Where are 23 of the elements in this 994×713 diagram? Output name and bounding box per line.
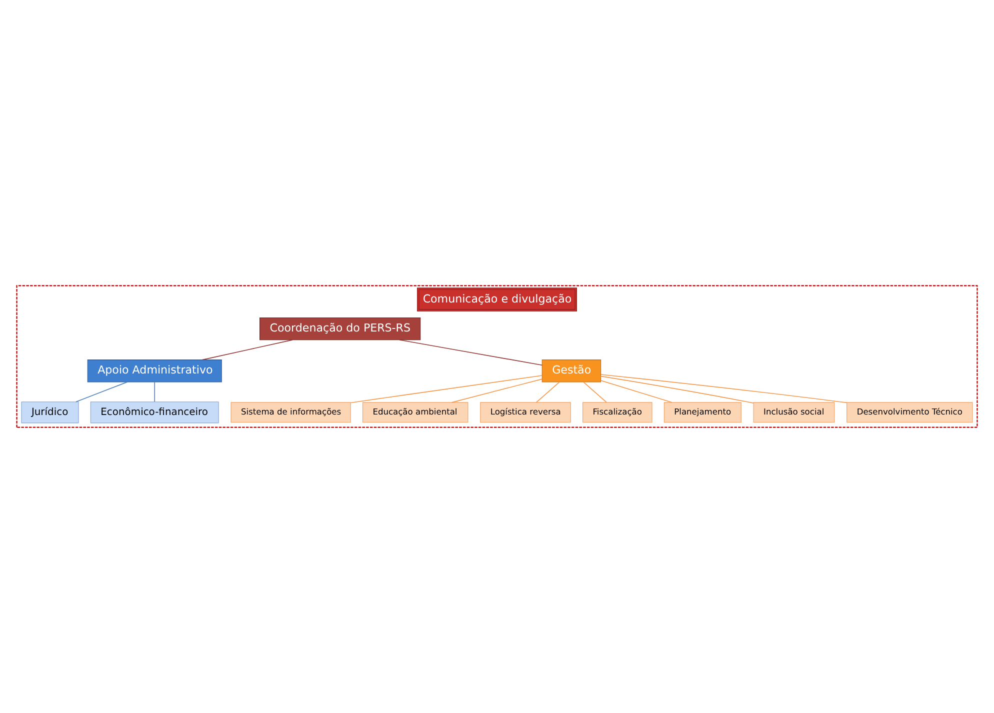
node-box: Coordenação do PERS-RS — [260, 317, 421, 340]
connector — [202, 340, 293, 360]
connector — [451, 378, 542, 403]
node-box: Desenvolvimento Técnico — [846, 402, 973, 423]
node-box: Gestão — [542, 360, 602, 382]
node-box: Educação ambiental — [362, 402, 468, 423]
node-box: Logística reversa — [480, 402, 571, 423]
connector — [600, 374, 848, 404]
connector — [399, 339, 542, 366]
connector — [600, 380, 672, 403]
node-box: Fiscalização — [582, 402, 652, 423]
connector — [600, 376, 754, 404]
connector — [75, 382, 128, 402]
node-box: Jurídico — [21, 402, 79, 424]
connector — [350, 375, 542, 404]
node-box: Sistema de informações — [230, 402, 351, 423]
node-box: Econômico-financeiro — [90, 402, 219, 424]
node-box: Inclusão social — [753, 402, 835, 423]
node-box: Apoio Administrativo — [87, 360, 222, 382]
connector — [536, 382, 560, 403]
node-box: Planejamento — [664, 402, 742, 423]
connector — [154, 382, 156, 402]
connector — [583, 382, 608, 403]
